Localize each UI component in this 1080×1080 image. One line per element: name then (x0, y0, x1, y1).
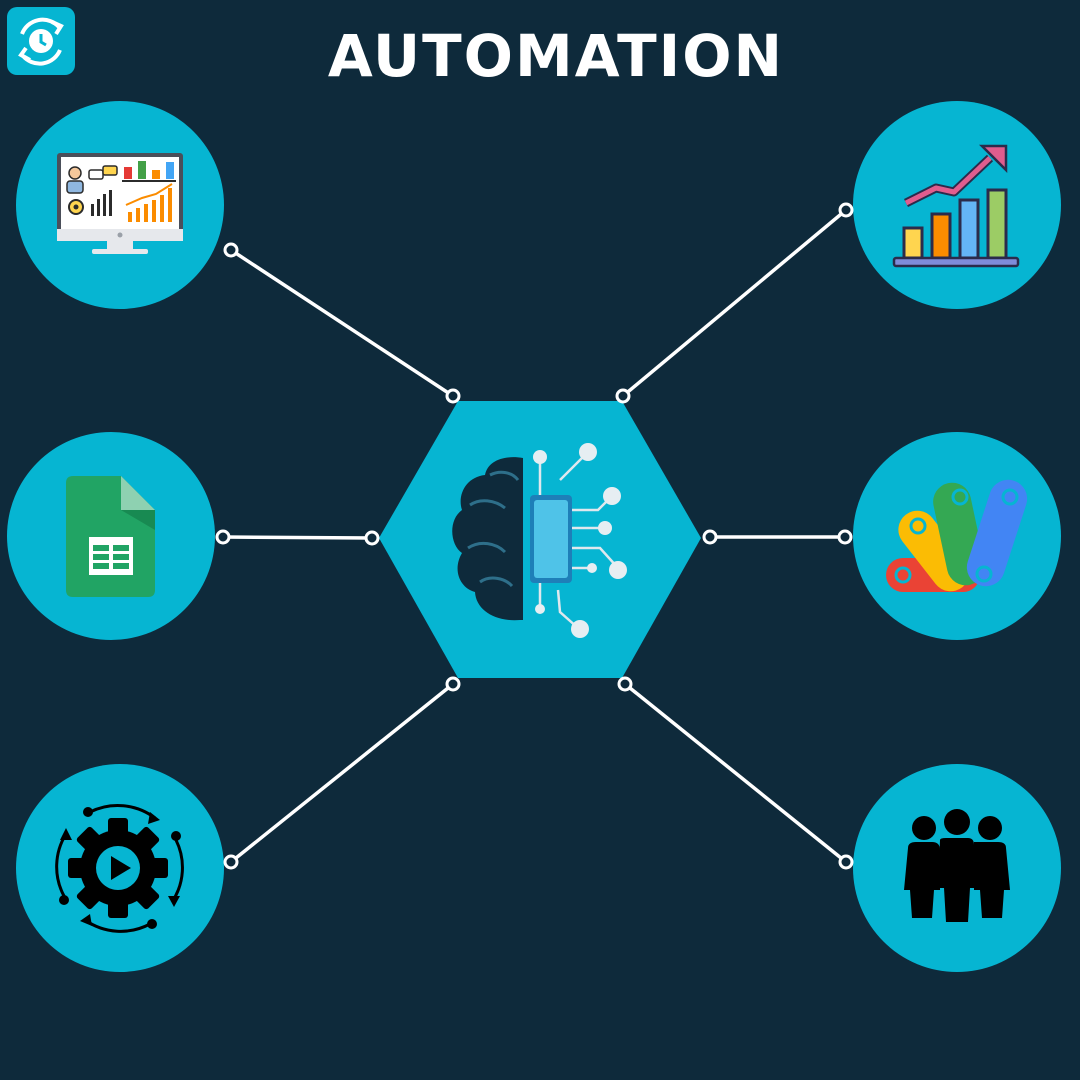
connector-mid-left (223, 537, 372, 538)
analytics-dashboard-monitor-icon (57, 153, 183, 254)
connector-bottom-right (625, 684, 846, 862)
node-top-right (853, 101, 1061, 309)
connector-top-right (623, 210, 846, 396)
connector-bottom-left (231, 684, 453, 862)
page-title: AUTOMATION (0, 22, 1080, 90)
team-people-icon (904, 809, 1010, 922)
connector-top-left (231, 250, 453, 396)
